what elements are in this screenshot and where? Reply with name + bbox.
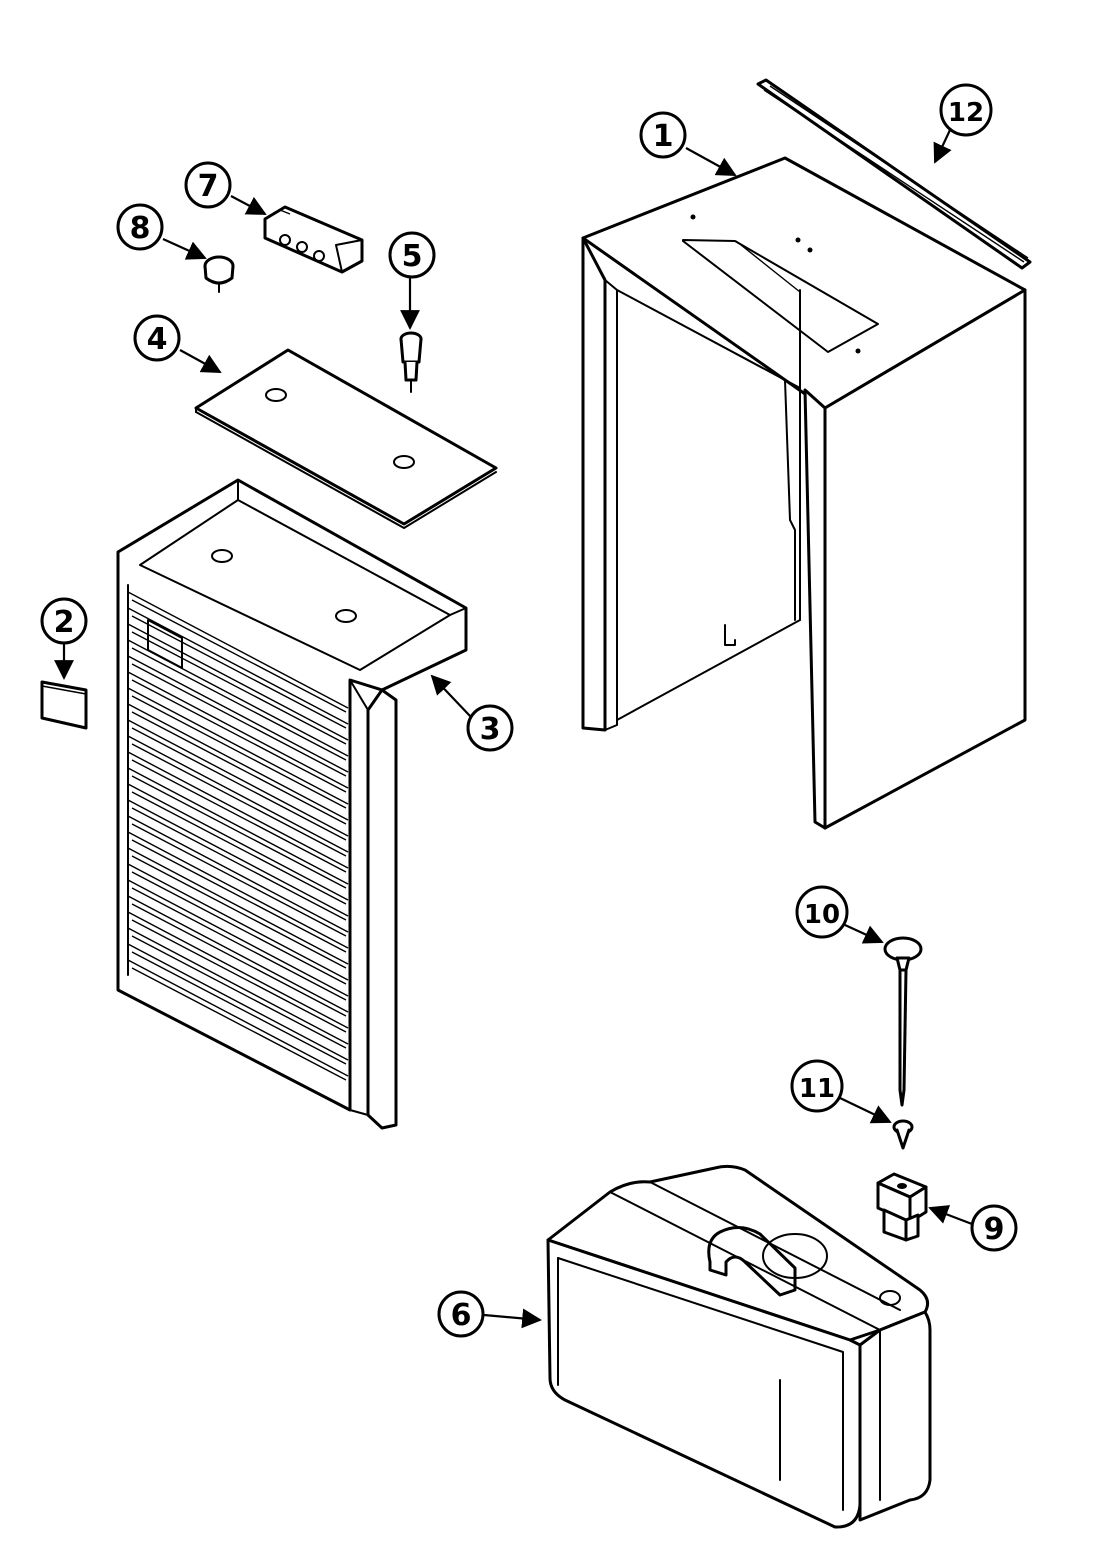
callout-10-label: 10 <box>804 900 840 930</box>
part-5-push-pin <box>399 331 423 393</box>
callout-4-label: 4 <box>147 322 168 357</box>
callout-7: 7 <box>184 161 232 209</box>
callout-2: 2 <box>40 597 88 645</box>
part-8-knob <box>203 255 235 293</box>
callout-5-label: 5 <box>402 239 423 274</box>
callout-8-label: 8 <box>130 211 151 246</box>
leader-10 <box>844 924 884 944</box>
callout-6: 6 <box>437 1290 485 1338</box>
part-1-cabinet <box>581 156 1027 830</box>
leader-lines <box>54 129 973 1329</box>
leader-12 <box>933 129 952 164</box>
callout-1: 1 <box>639 111 687 159</box>
callout-2-label: 2 <box>54 605 75 640</box>
leader-8 <box>162 237 207 260</box>
leader-7 <box>230 195 267 215</box>
leader-1 <box>685 147 737 176</box>
part-10-long-pin <box>883 936 923 1107</box>
part-9-mount-block <box>876 1172 928 1242</box>
callout-4: 4 <box>133 314 181 362</box>
callout-9: 9 <box>970 1204 1018 1252</box>
part-3-front-grille <box>116 478 468 1130</box>
part-11-screw <box>892 1119 914 1150</box>
callout-8: 8 <box>116 203 164 251</box>
leader-11 <box>839 1097 892 1124</box>
callout-7-label: 7 <box>198 169 219 204</box>
callout-6-label: 6 <box>451 1298 472 1333</box>
callout-12-label: 12 <box>948 98 984 128</box>
callout-9-label: 9 <box>984 1212 1005 1247</box>
callout-11-label: 11 <box>799 1074 835 1104</box>
part-2-pad <box>40 680 88 730</box>
part-7-control-bracket <box>263 205 364 274</box>
grille-slats <box>127 584 349 1081</box>
callout-5: 5 <box>388 231 436 279</box>
leader-3 <box>430 674 471 717</box>
leader-4 <box>179 349 222 373</box>
part-4-shelf-panel <box>194 348 498 529</box>
part-12-trim-strip <box>756 78 1032 270</box>
callout-12: 12 <box>939 83 993 137</box>
callout-10: 10 <box>795 885 849 939</box>
leader-9 <box>928 1205 973 1226</box>
callout-3-label: 3 <box>480 712 501 747</box>
part-6-tank <box>546 1164 932 1529</box>
callout-3: 3 <box>466 704 514 752</box>
leader-6 <box>483 1308 542 1329</box>
callout-11: 11 <box>790 1059 844 1113</box>
callout-1-label: 1 <box>653 119 674 154</box>
